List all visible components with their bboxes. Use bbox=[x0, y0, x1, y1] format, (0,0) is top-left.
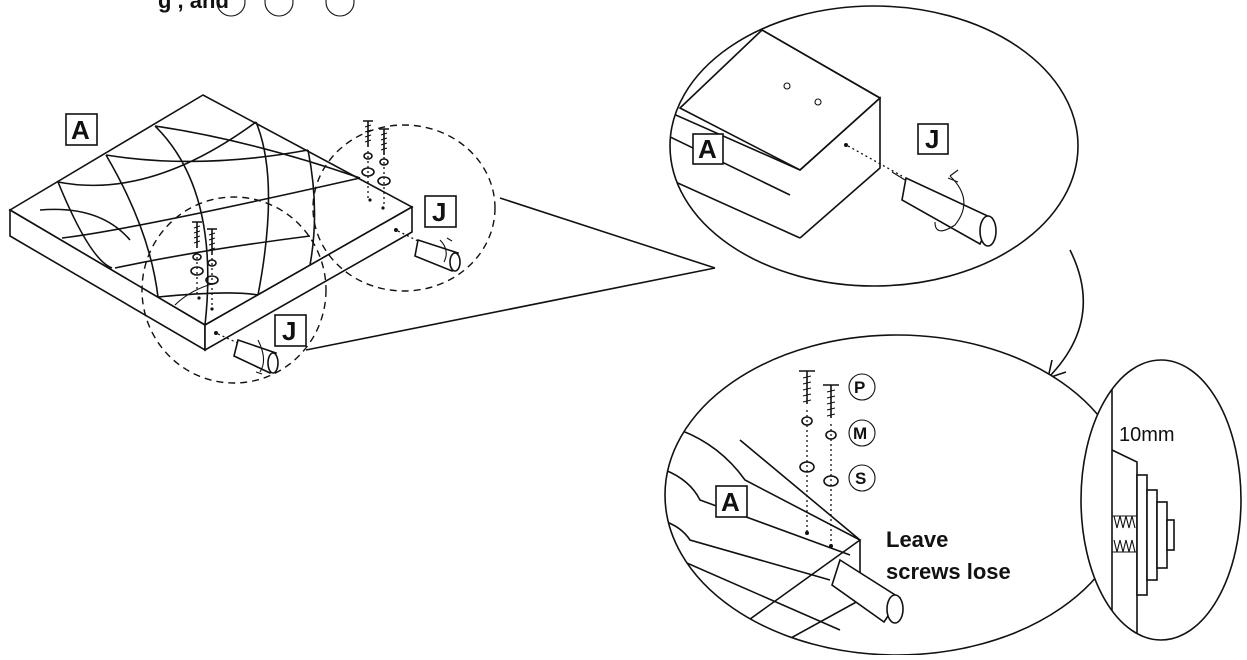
label-box-a-zoom bbox=[692, 133, 724, 165]
leg-hole-side bbox=[394, 228, 398, 232]
screw-hole-2 bbox=[210, 307, 214, 311]
screw-hole-4 bbox=[381, 206, 385, 210]
zoom-view-screws: P M S A Leave screws lose bbox=[664, 334, 1130, 656]
label-j-zoom: J bbox=[925, 124, 939, 154]
label-a-main: A bbox=[71, 115, 90, 145]
header-circle-1 bbox=[216, 0, 246, 17]
label-j-side: J bbox=[432, 197, 446, 227]
screw-set-front bbox=[190, 221, 219, 307]
header-circle-2 bbox=[264, 0, 294, 17]
label-box-j-side bbox=[424, 195, 457, 228]
leg-hole-front bbox=[214, 331, 218, 335]
note-leave-line1: Leave bbox=[886, 527, 948, 552]
leg-zoom-bottom bbox=[831, 558, 904, 624]
label-box-j-front bbox=[274, 314, 307, 347]
header-circle-3 bbox=[325, 0, 355, 17]
zoom-view-leg-attach: A J bbox=[669, 5, 1079, 287]
circle-label-p bbox=[848, 373, 876, 401]
note-leave-line2: screws lose bbox=[886, 559, 1011, 584]
measurement-label: 10mm bbox=[1119, 424, 1175, 446]
tufting-seams bbox=[39, 121, 361, 326]
leg-zoom bbox=[891, 169, 997, 247]
zoom-circle-top bbox=[669, 5, 1079, 287]
detail-circle-side bbox=[312, 124, 496, 292]
step-arrow bbox=[1047, 249, 1085, 379]
side-detail-10mm: 10mm bbox=[1080, 359, 1242, 641]
header-text: g , and bbox=[158, 0, 229, 13]
zoom-leader-lines bbox=[305, 197, 716, 351]
label-s: S bbox=[855, 469, 866, 488]
panel-side-face bbox=[204, 205, 413, 352]
screw-set-side bbox=[361, 120, 391, 206]
header-strip: g , and bbox=[158, 0, 355, 17]
label-box-a-bottom bbox=[715, 485, 748, 518]
leg-side bbox=[397, 230, 461, 273]
label-p: P bbox=[854, 378, 865, 397]
label-a-zoom: A bbox=[698, 134, 717, 164]
detail-ellipse-narrow bbox=[1080, 359, 1242, 641]
panel-main-view: A bbox=[8, 94, 496, 384]
label-j-front: J bbox=[282, 316, 296, 346]
label-box-a-main bbox=[65, 113, 98, 146]
screw-hole-3 bbox=[368, 198, 372, 202]
label-m: M bbox=[853, 424, 867, 443]
leg-front bbox=[217, 333, 279, 375]
detail-circle-front bbox=[141, 196, 327, 384]
screw-stack-zoom bbox=[799, 370, 839, 545]
label-box-j-zoom bbox=[917, 123, 949, 155]
screw-hole-1 bbox=[197, 296, 201, 300]
circle-label-s bbox=[848, 464, 876, 492]
label-a-bottom: A bbox=[721, 487, 740, 517]
circle-label-m bbox=[848, 419, 876, 447]
